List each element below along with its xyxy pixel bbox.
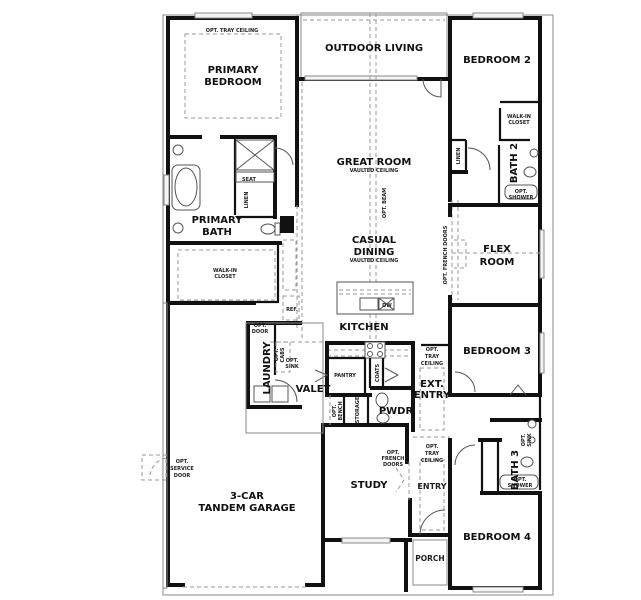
label-garage-1: 3-CAR — [230, 491, 264, 502]
label-dw: DW — [382, 303, 392, 309]
label-ext-entry-note-3: CEILING — [421, 361, 443, 367]
label-bath3-shower-2: SHOWER — [508, 483, 533, 489]
garage — [141, 301, 325, 589]
primary-bath — [163, 135, 294, 245]
label-flex-1: FLEX — [483, 244, 511, 255]
outdoor-living — [295, 12, 452, 98]
label-walkin-primary-1: WALK-IN — [213, 268, 237, 274]
primary-bedroom — [166, 12, 299, 139]
primary-walkin-closet — [166, 239, 300, 321]
label-study: STUDY — [351, 480, 389, 491]
label-linen-primary: LINEN — [244, 192, 250, 209]
label-ext-entry-note-1: OPT. — [426, 347, 439, 353]
bedroom-3 — [448, 303, 545, 397]
porch — [404, 538, 448, 592]
label-service-door-1: OPT. — [176, 459, 189, 465]
label-valet: VALET — [296, 384, 331, 395]
label-opt-cabs-1: OPT. — [274, 349, 280, 362]
label-ext-entry-2: ENTRY — [414, 390, 451, 401]
label-study-french-1: OPT. — [387, 450, 400, 456]
opt-beam-lines — [301, 13, 377, 340]
label-primary-bath-2: BATH — [202, 227, 232, 238]
label-primary-bedroom-1: PRIMARY — [208, 65, 260, 76]
bedroom-2 — [448, 12, 542, 207]
label-opt-bench-2: BENCH — [338, 401, 344, 420]
label-bath2-shower-2: SHOWER — [509, 195, 534, 201]
label-opt-cabs-2: CABS — [280, 347, 286, 362]
label-seat: SEAT — [242, 177, 256, 183]
label-casual-dining-2: DINING — [354, 247, 395, 258]
label-great-room: GREAT ROOM — [337, 157, 412, 168]
kitchen-island — [336, 281, 414, 315]
label-opt-beam: OPT. BEAM — [382, 188, 388, 218]
label-flex-french-doors: OPT. FRENCH DOORS — [443, 225, 449, 284]
label-opt-door-1: OPT. — [254, 323, 267, 329]
label-opt-door-2: DOOR — [252, 329, 269, 335]
entry — [408, 459, 452, 537]
bath-3 — [454, 395, 542, 495]
label-opt-bench-1: OPT. — [332, 405, 338, 418]
label-walkin-bed2-1: WALK-IN — [507, 114, 531, 120]
label-bath-3: BATH 3 — [510, 450, 521, 490]
label-primary-bath-1: PRIMARY — [192, 215, 244, 226]
label-laundry: LAUNDRY — [262, 341, 273, 395]
flex-room — [448, 203, 545, 307]
label-ext-entry-note-2: TRAY — [425, 354, 440, 360]
label-ext-entry-1: EXT. — [420, 379, 444, 390]
label-kitchen: KITCHEN — [339, 322, 388, 333]
label-opt-sink-1: OPT. — [286, 358, 299, 364]
label-walkin-bed2-2: CLOSET — [508, 120, 530, 126]
label-bath3-sink-2: SINK — [527, 432, 533, 447]
label-bath3-shower-1: OPT. — [514, 477, 527, 483]
label-casual-dining-1: CASUAL — [352, 235, 397, 246]
label-entry-note-3: CEILING — [421, 458, 443, 464]
label-coats: COATS — [375, 363, 381, 382]
label-study-french-3: DOORS — [383, 462, 404, 468]
label-walkin-primary-2: CLOSET — [214, 274, 236, 280]
label-casual-dining-note: VAULTED CEILING — [350, 258, 399, 264]
bedroom-4 — [448, 438, 542, 593]
label-storage: STORAGE — [355, 396, 361, 423]
label-porch: PORCH — [415, 554, 444, 563]
kitchen-counter — [270, 341, 415, 359]
ext-entry — [411, 341, 450, 438]
label-entry: ENTRY — [417, 482, 446, 491]
label-pantry: PANTRY — [334, 373, 356, 379]
label-entry-note-1: OPT. — [426, 444, 439, 450]
valet — [314, 341, 372, 425]
label-ref: REF. — [286, 307, 298, 313]
label-bath2-shower-1: OPT. — [515, 189, 528, 195]
label-entry-note-2: TRAY — [425, 451, 440, 457]
label-primary-bedroom-2: BEDROOM — [204, 77, 261, 88]
label-bedroom-4: BEDROOM 4 — [463, 532, 531, 543]
label-flex-2: ROOM — [480, 257, 515, 268]
label-opt-sink-2: SINK — [285, 364, 300, 370]
label-study-french-2: FRENCH — [382, 456, 405, 462]
label-outdoor-living: OUTDOOR LIVING — [325, 43, 423, 54]
label-service-door-2: SERVICE — [170, 466, 194, 472]
label-linen-bed2: LINEN — [456, 148, 462, 165]
label-great-room-note: VAULTED CEILING — [350, 168, 399, 174]
labels: OPT. TRAY CEILING PRIMARY BEDROOM OUTDOO… — [170, 28, 533, 563]
label-service-door-3: DOOR — [174, 473, 191, 479]
label-bath-2: BATH 2 — [509, 143, 520, 183]
label-bedroom-2: BEDROOM 2 — [463, 55, 531, 66]
label-bedroom-3: BEDROOM 3 — [463, 346, 531, 357]
powder-room — [368, 358, 412, 424]
label-garage-2: TANDEM GARAGE — [198, 503, 295, 514]
label-primary-bedroom-note: OPT. TRAY CEILING — [206, 28, 259, 34]
label-pwdr: PWDR — [379, 406, 414, 417]
label-bath3-sink-1: OPT. — [521, 434, 527, 447]
